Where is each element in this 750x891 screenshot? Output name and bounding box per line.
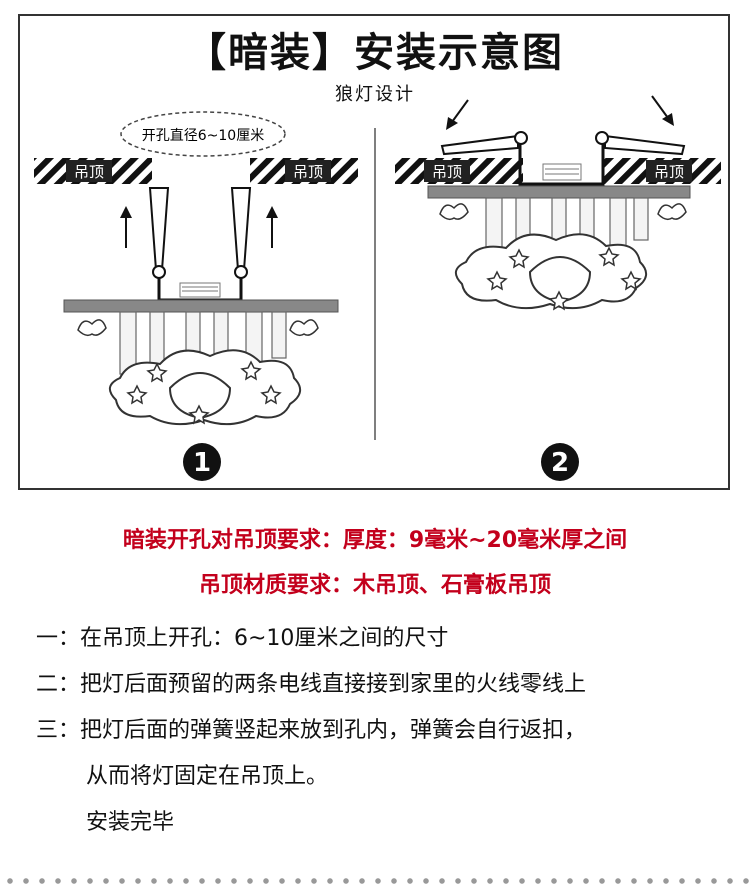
spring-right bbox=[604, 134, 686, 156]
step-3-continued-text: 从而将灯固定在吊顶上。 bbox=[86, 764, 329, 789]
up-arrow-icon bbox=[266, 206, 278, 218]
ceiling-label-right: 吊顶 bbox=[293, 163, 323, 181]
step-1-badge bbox=[183, 443, 221, 481]
step-2-number: 2 bbox=[551, 448, 569, 478]
step-1-number: 1 bbox=[193, 448, 211, 478]
completion-text: 安装完毕 bbox=[86, 810, 175, 835]
step-1-text: 一：在吊顶上开孔：6~10厘米之间的尺寸 bbox=[36, 626, 449, 651]
installation-diagram: 开孔直径6~10厘米 吊顶 吊顶 bbox=[34, 95, 721, 481]
ceiling-label-left: 吊顶 bbox=[74, 163, 104, 181]
dotted-divider bbox=[0, 875, 750, 887]
ceiling-material-requirement: 吊顶材质要求：木吊顶、石膏板吊顶 bbox=[198, 573, 551, 598]
page-subtitle: 狼灯设计 bbox=[335, 84, 415, 105]
spring-right bbox=[230, 187, 252, 271]
spring-left bbox=[148, 187, 170, 271]
panel-step-2: 吊顶 吊顶 bbox=[395, 95, 721, 481]
ceiling-label-right: 吊顶 bbox=[654, 163, 684, 181]
step-2-text: 二：把灯后面预留的两条电线直接接到家里的火线零线上 bbox=[36, 672, 587, 697]
panel-step-1: 开孔直径6~10厘米 吊顶 吊顶 bbox=[34, 111, 358, 481]
spring-left bbox=[440, 134, 519, 156]
down-arrow-icon bbox=[662, 113, 674, 126]
ceiling-label-left: 吊顶 bbox=[432, 163, 462, 181]
step-3-text: 三：把灯后面的弹簧竖起来放到孔内，弹簧会自行返扣， bbox=[36, 718, 587, 743]
ceiling-thickness-requirement: 暗装开孔对吊顶要求：厚度：9毫米~20毫米厚之间 bbox=[122, 528, 628, 553]
hole-label: 开孔直径6~10厘米 bbox=[142, 127, 264, 144]
installation-steps: 一：在吊顶上开孔：6~10厘米之间的尺寸 二：把灯后面预留的两条电线直接接到家里… bbox=[36, 616, 586, 846]
lamp-base bbox=[427, 185, 691, 199]
step-2-badge bbox=[541, 443, 579, 481]
lamp-base bbox=[63, 299, 339, 313]
hole-label-bubble bbox=[120, 111, 286, 157]
page-title: 【暗装】安装示意图 bbox=[186, 29, 564, 76]
up-arrow-icon bbox=[120, 206, 132, 218]
down-arrow-icon bbox=[446, 117, 458, 130]
